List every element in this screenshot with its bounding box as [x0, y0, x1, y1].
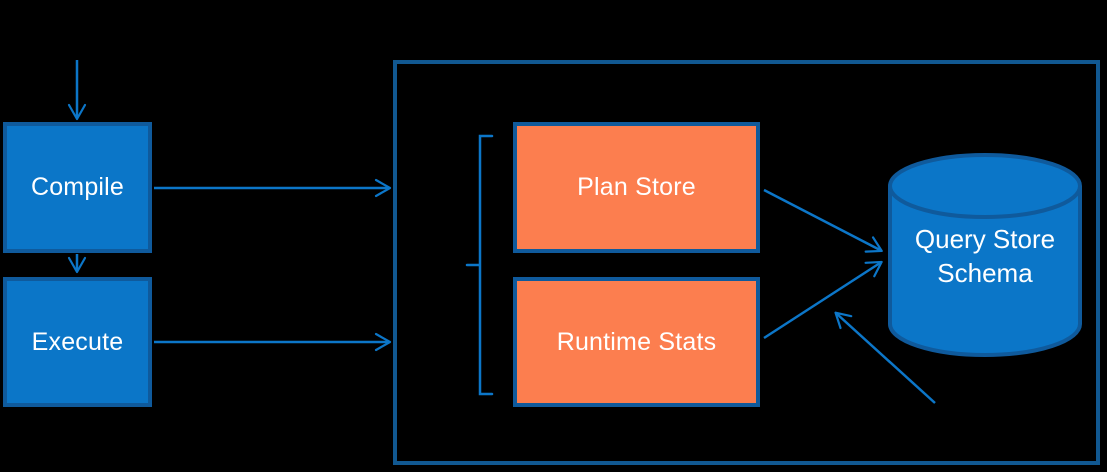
node-runtime-stats-label: Runtime Stats	[556, 327, 717, 356]
node-plan-store: Plan Store	[513, 122, 760, 253]
node-compile-label: Compile	[30, 173, 125, 201]
node-plan-store-label: Plan Store	[577, 173, 696, 201]
node-execute: Execute	[3, 277, 152, 407]
node-query-store-schema-label: Query Store Schema	[914, 224, 1056, 288]
node-runtime-stats: Runtime Stats	[513, 277, 760, 407]
query-store-boundary-box	[393, 60, 1100, 465]
node-compile: Compile	[3, 122, 152, 253]
node-execute-label: Execute	[31, 327, 124, 356]
